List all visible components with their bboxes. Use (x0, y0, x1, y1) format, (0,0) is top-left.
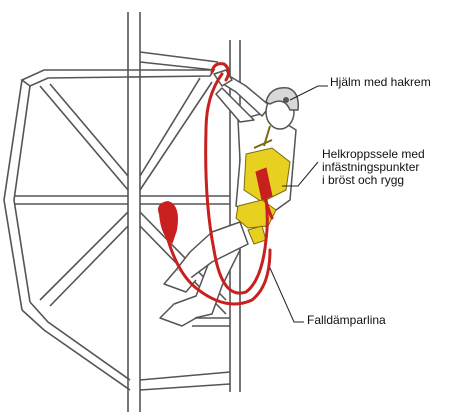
harness-label-line-3: i bröst och rygg (322, 174, 425, 187)
helmet-label: Hjälm med hakrem (330, 76, 431, 89)
lanyard-label: Falldämparlina (307, 314, 386, 327)
harness-label: Helkroppssele med infästningspunkter i b… (322, 148, 425, 187)
tower-structure (4, 12, 240, 412)
lanyard-leader (270, 268, 304, 322)
